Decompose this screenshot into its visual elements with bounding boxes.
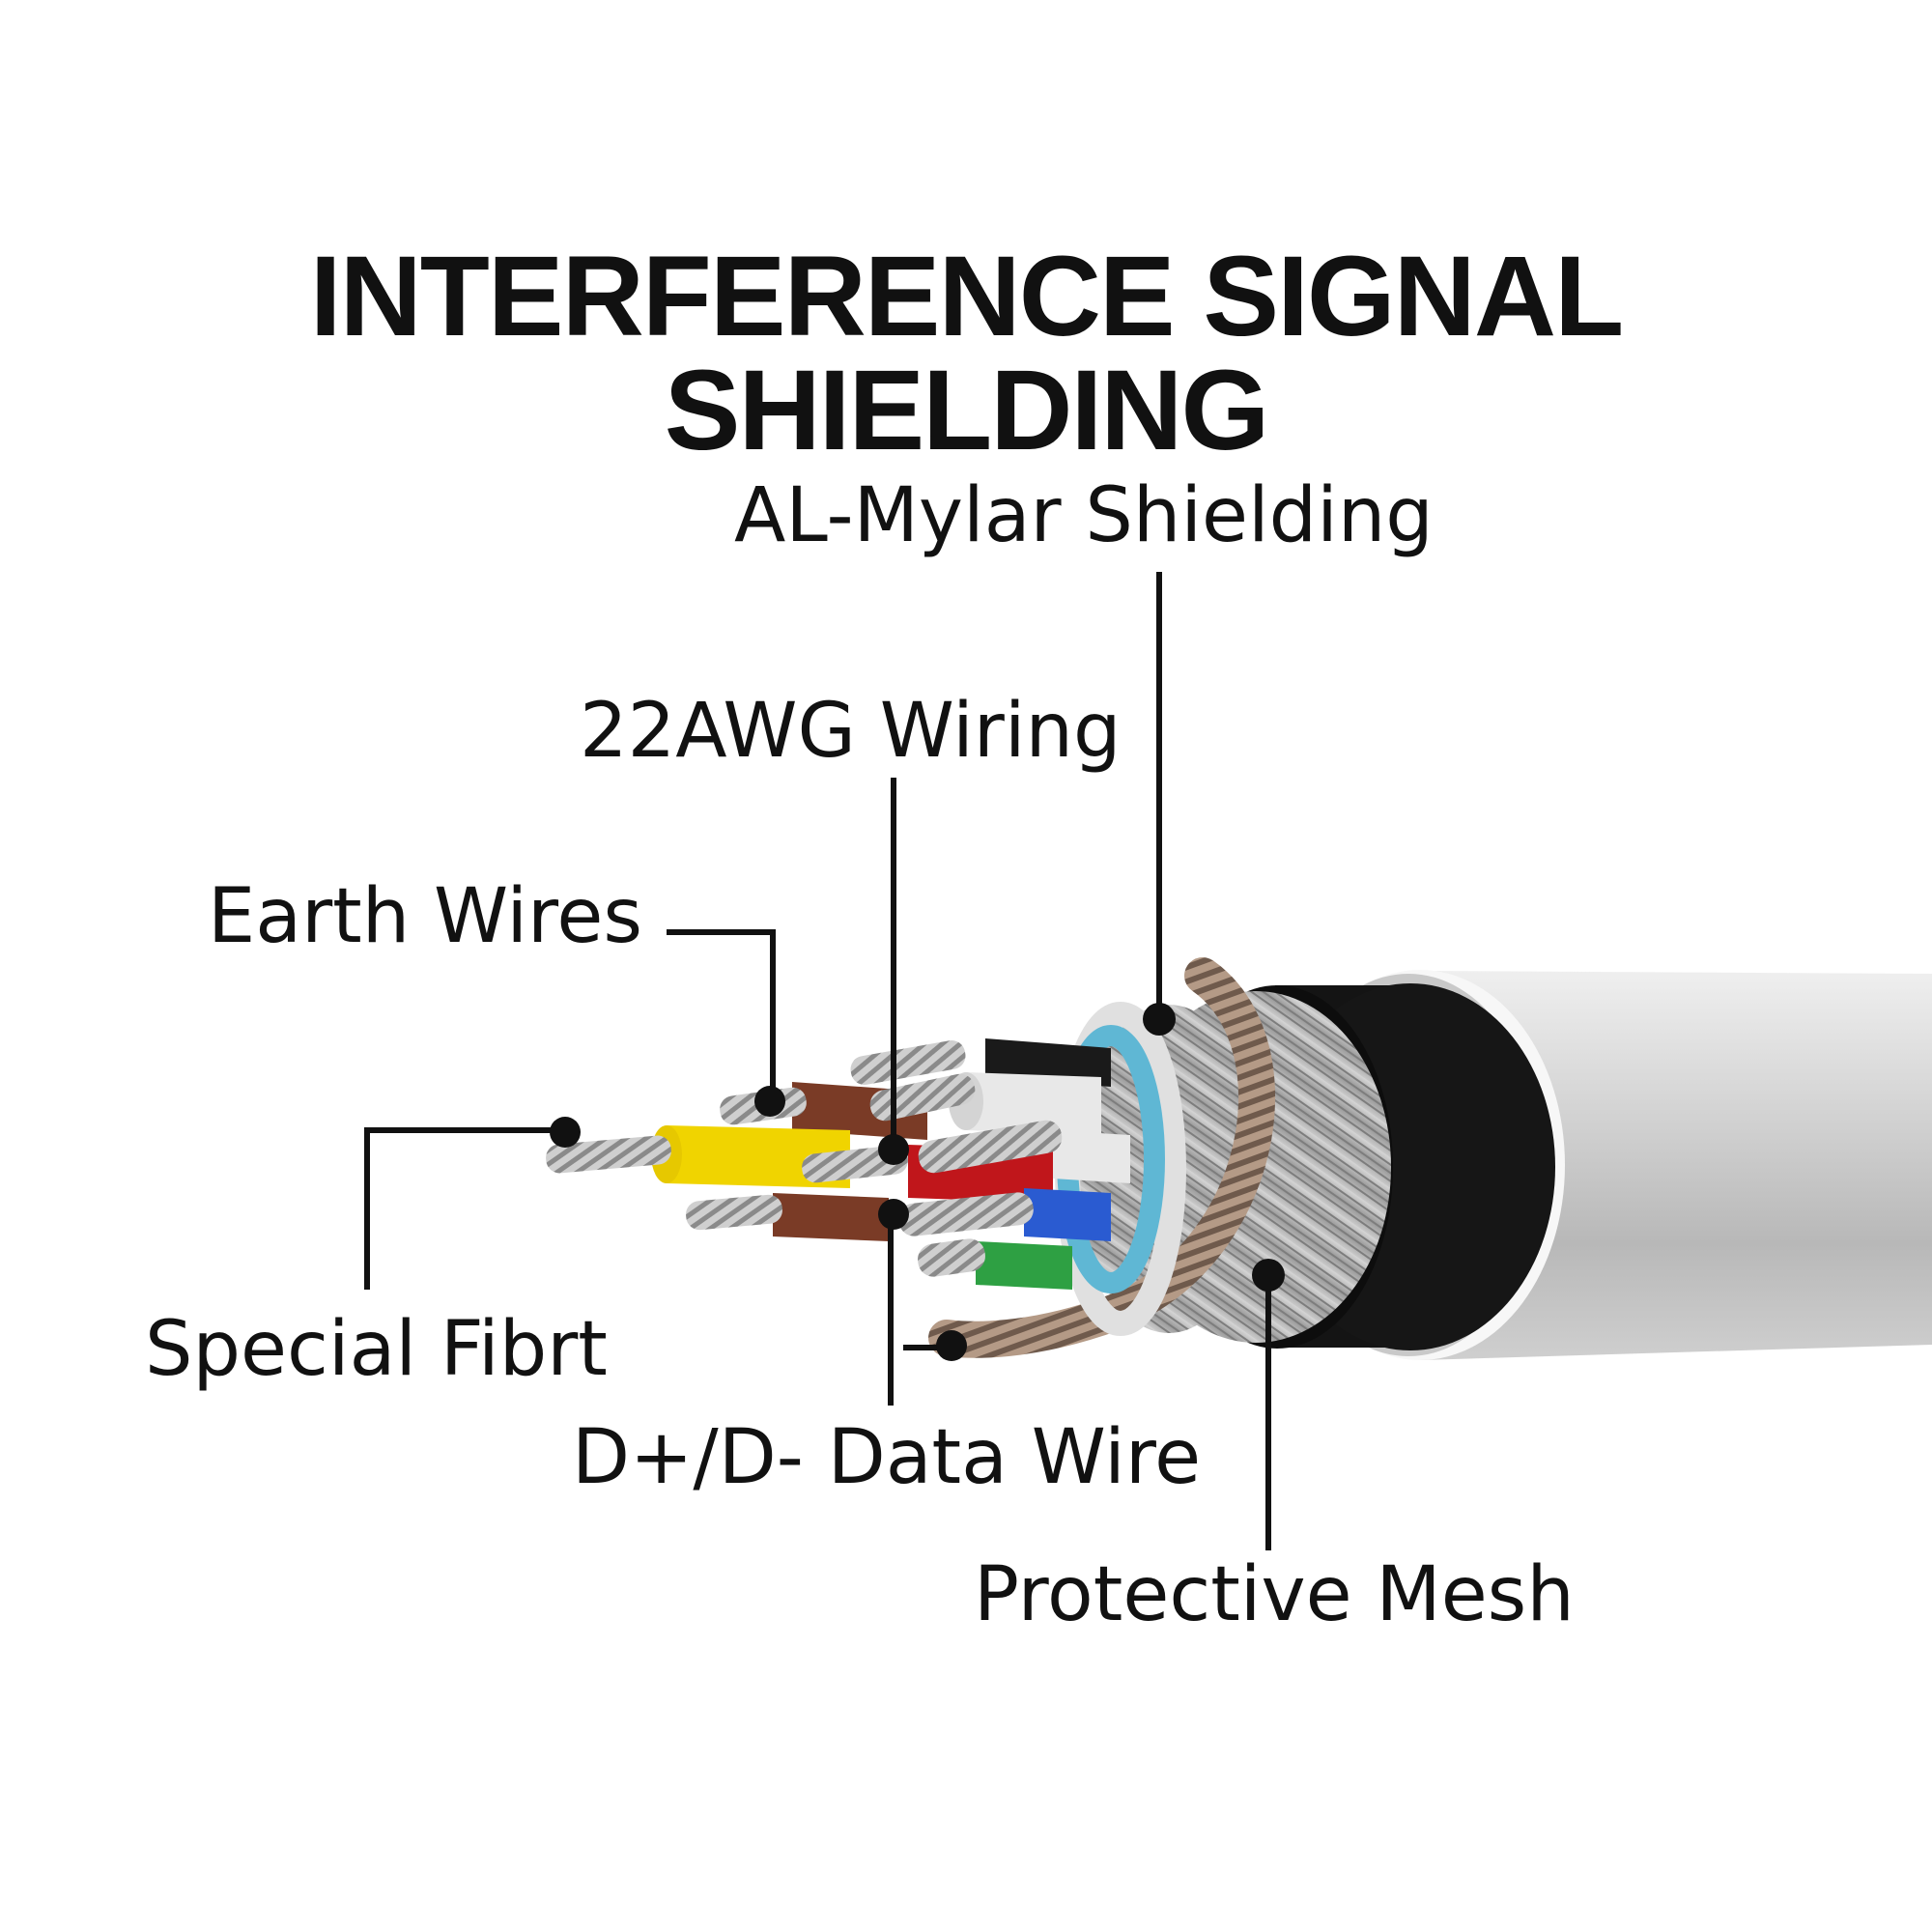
dot-al-mylar: [1143, 1003, 1176, 1036]
white-wire-top: [966, 1072, 1101, 1135]
leader-data-wire: [888, 1212, 952, 1406]
dot-data-wire-b: [936, 1330, 967, 1361]
blue-wire: [1024, 1188, 1111, 1241]
dot-22awg: [878, 1134, 909, 1165]
earth-wire-ring: [928, 957, 1275, 1358]
brown-wire-bottom: [773, 1193, 889, 1241]
green-wire: [976, 1241, 1072, 1290]
leader-earth-wires: [667, 929, 776, 1096]
label-22awg-wiring: 22AWG Wiring: [580, 688, 1122, 775]
dot-earth-wires: [754, 1086, 785, 1117]
label-earth-wires: Earth Wires: [208, 873, 643, 960]
white-wire-mid: [1053, 1130, 1130, 1183]
page-title: INTERFERENCE SIGNAL SHIELDING: [309, 233, 1624, 474]
leader-dots: [550, 1003, 1285, 1361]
label-al-mylar-shielding: AL-Mylar Shielding: [734, 472, 1434, 559]
dot-protective-mesh: [1252, 1259, 1285, 1292]
label-special-fibrt: Special Fibrt: [145, 1306, 608, 1393]
dot-special-fibrt: [550, 1117, 581, 1148]
label-data-wire: D+/D- Data Wire: [572, 1414, 1202, 1501]
leader-special-fibrt: [364, 1127, 565, 1290]
dot-data-wire-a: [878, 1199, 909, 1230]
label-protective-mesh: Protective Mesh: [974, 1551, 1575, 1638]
